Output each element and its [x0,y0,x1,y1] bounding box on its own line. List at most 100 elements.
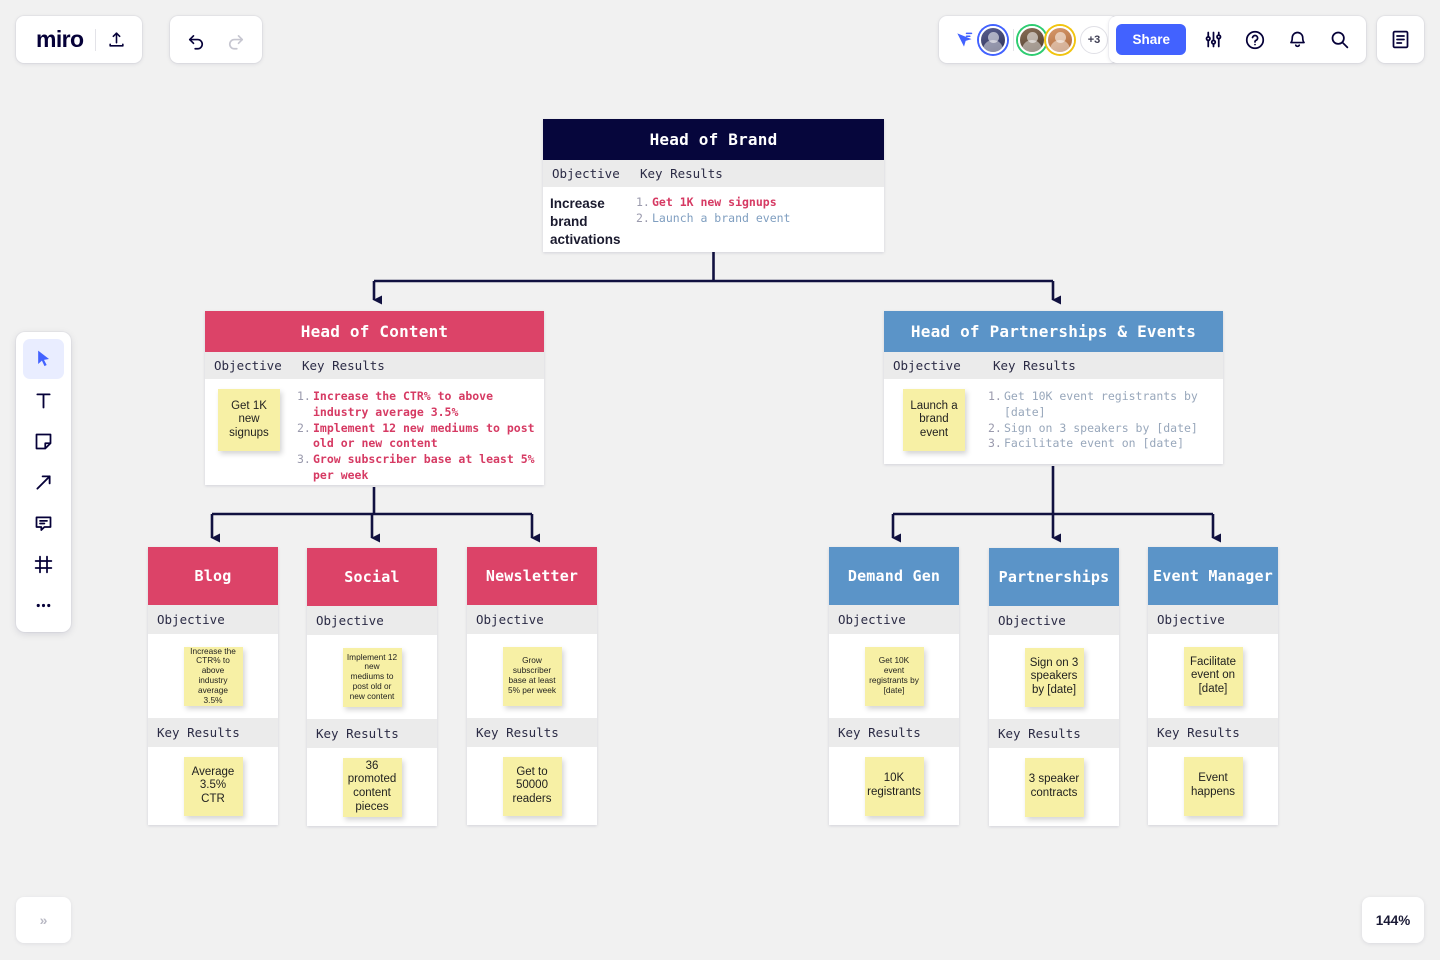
objective-label: Objective [316,613,384,628]
kr-number: 3. [297,452,311,466]
cursor-share-icon[interactable] [949,20,979,60]
node-social[interactable]: Social Objective Implement 12 new medium… [307,548,437,826]
objective-label: Objective [552,166,620,181]
kr-text: Sign on 3 speakers by [date] [1004,420,1198,435]
node-title: Social [307,548,437,606]
sticky-note-objective[interactable]: Increase the CTR% to above industry aver… [183,646,243,706]
key-results-label: Key Results [838,725,921,740]
kr-number: 1. [297,389,311,403]
kr-number: 2. [636,210,650,225]
sticky-note-icon[interactable] [23,421,64,461]
avatar[interactable] [1046,25,1074,54]
history-bar [170,16,262,63]
kr-number: 2. [297,420,311,435]
avatar-overflow-count[interactable]: +3 [1080,25,1108,54]
key-results-label: Key Results [993,358,1076,373]
divider [1013,28,1014,51]
sticky-note-key-result[interactable]: Get to 50000 readers [502,756,562,816]
sticky-note-objective[interactable]: Sign on 3 speakers by [date] [1024,647,1084,707]
node-head-of-content[interactable]: Head of Content Objective Key Results Ge… [205,311,544,485]
kr-number: 3. [988,436,1002,451]
sticky-note-key-result[interactable]: 10K registrants [864,756,924,816]
node-title: Blog [148,547,278,605]
key-results-label: Key Results [640,166,723,181]
undo-icon[interactable] [176,20,216,60]
kr-number: 1. [636,195,650,209]
kr-text: Get 10K event registrants by [date] [1004,389,1198,419]
objective-label: Objective [214,358,282,373]
logo-bar: miro [16,16,143,63]
node-title: Head of Content [205,311,544,352]
sticky-note-key-result[interactable]: Average 3.5% CTR [183,756,243,816]
kr-text: Increase the CTR% to above industry aver… [313,389,494,419]
node-head-of-partnerships-events[interactable]: Head of Partnerships & Events Objective … [884,311,1223,464]
node-blog[interactable]: Blog Objective Increase the CTR% to abov… [148,547,278,825]
column-headers: Objective Key Results [884,352,1223,379]
sticky-note-key-result[interactable]: 36 promoted content pieces [342,757,402,817]
key-results-label: Key Results [476,725,559,740]
kr-number: 2. [988,420,1002,435]
sticky-note-objective[interactable]: Get 1K new signups [218,389,280,451]
key-results-label: Key Results [302,358,385,373]
left-toolbar [16,332,71,632]
miro-logo[interactable]: miro [36,26,84,52]
node-title: Newsletter [467,547,597,605]
kr-text: Implement 12 new mediums to post old or … [313,420,535,451]
share-button[interactable]: Share [1116,24,1186,55]
arrow-icon[interactable] [23,462,64,502]
bell-icon[interactable] [1277,20,1317,60]
ellipsis-icon[interactable] [23,585,64,625]
kr-text: Get 1K new signups [652,195,777,209]
sliders-icon[interactable] [1193,20,1233,60]
kr-number: 1. [988,389,1002,403]
objective-label: Objective [893,358,961,373]
sticky-note-objective[interactable]: Grow subscriber base at least 5% per wee… [502,646,562,706]
key-results-label: Key Results [157,725,240,740]
column-headers: Objective Key Results [205,352,544,379]
collapse-panel-button[interactable]: » [16,897,71,943]
sticky-note-objective[interactable]: Launch a brand event [903,389,965,451]
node-title: Event Manager [1148,547,1278,605]
notes-panel-icon[interactable] [1381,20,1421,60]
zoom-level-indicator[interactable]: 144% [1362,897,1424,943]
text-icon[interactable] [23,380,64,420]
kr-text: Grow subscriber base at least 5% per wee… [313,452,535,482]
branch-key-results: 1.Get 10K event registrants by [date] 2.… [984,389,1223,454]
node-title: Demand Gen [829,547,959,605]
sticky-note-objective[interactable]: Facilitate event on [date] [1183,646,1243,706]
avatar[interactable] [979,25,1007,54]
objective-label: Objective [1157,612,1225,627]
notes-panel-bar [1377,16,1424,63]
frame-icon[interactable] [23,544,64,584]
sticky-note-key-result[interactable]: 3 speaker contracts [1024,757,1084,817]
redo-icon[interactable] [216,20,256,60]
objective-label: Objective [476,612,544,627]
key-results-label: Key Results [316,726,399,741]
cursor-icon[interactable] [23,339,64,379]
node-event-manager[interactable]: Event Manager Objective Facilitate event… [1148,547,1278,825]
comment-icon[interactable] [23,503,64,543]
node-newsletter[interactable]: Newsletter Objective Grow subscriber bas… [467,547,597,825]
kr-text: Facilitate event on [date] [1004,436,1185,451]
node-partnerships-team[interactable]: Partnerships Objective Sign on 3 speaker… [989,548,1119,826]
node-title: Head of Brand [543,119,884,160]
sticky-note-objective[interactable]: Implement 12 new mediums to post old or … [342,647,402,707]
kr-text: Launch a brand event [652,210,791,225]
sticky-note-key-result[interactable]: Event happens [1183,756,1243,816]
sticky-note-objective[interactable]: Get 10K event registrants by [date] [864,646,924,706]
upload-icon[interactable] [96,20,136,60]
node-title: Head of Partnerships & Events [884,311,1223,352]
node-demand-gen[interactable]: Demand Gen Objective Get 10K event regis… [829,547,959,825]
branch-key-results: 1.Increase the CTR% to above industry av… [293,389,544,482]
key-results-label: Key Results [998,726,1081,741]
collaborators-bar: +3 [939,16,1118,63]
avatar[interactable] [1018,25,1046,54]
help-circle-icon[interactable] [1235,20,1275,60]
root-objective-text: Increase brand activations [550,196,621,247]
objective-label: Objective [157,612,225,627]
node-head-of-brand[interactable]: Head of Brand Objective Key Results Incr… [543,119,884,252]
objective-label: Objective [838,612,906,627]
key-results-label: Key Results [1157,725,1240,740]
search-icon[interactable] [1319,20,1359,60]
